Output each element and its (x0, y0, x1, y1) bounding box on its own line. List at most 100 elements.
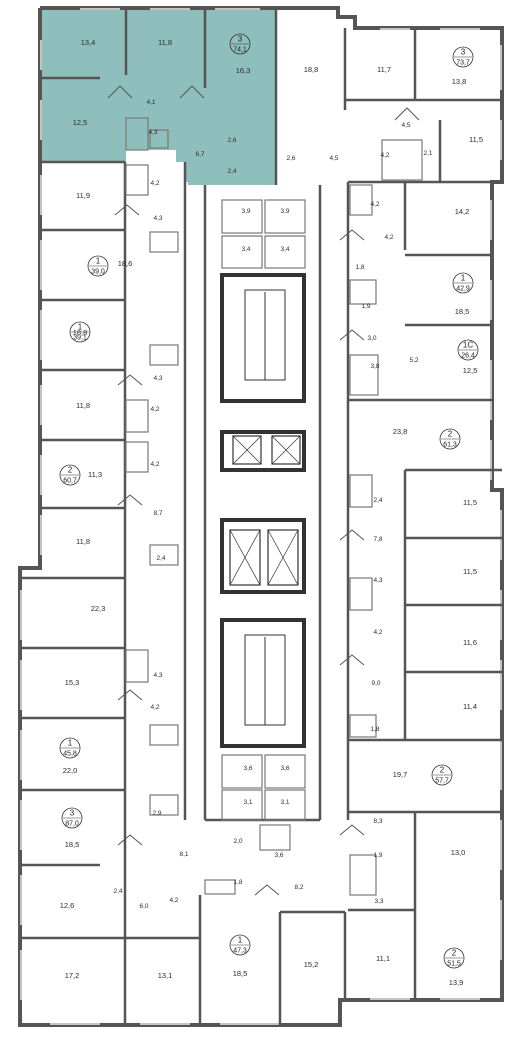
room-area-label: 2,4 (156, 555, 165, 562)
apartment-badge-apt-2-61[interactable]: 261,3 (439, 428, 461, 450)
room-area-label: 8,1 (179, 851, 188, 858)
room-area-label: 1,9 (361, 303, 370, 310)
elevator-group-bottom (220, 518, 306, 594)
apartment-total-area: 74,1 (233, 47, 247, 54)
room-area-label: 11,1 (376, 954, 390, 963)
apartment-room-count: 1 (96, 257, 101, 266)
badge-circle (59, 464, 81, 486)
room-area-label: 8,3 (373, 818, 382, 825)
apartment-room-count: 1 (68, 739, 73, 748)
room-area-label: 3,4 (241, 246, 250, 253)
room-area-label: 3,6 (243, 765, 252, 772)
apartment-badge-apt-2-57[interactable]: 257,7 (431, 764, 453, 786)
badge-circle (69, 321, 91, 343)
room-area-label: 4,3 (153, 215, 162, 222)
room-area-label: 3,8 (370, 363, 379, 370)
room-area-label: 11,7 (377, 65, 391, 74)
badge-circle (229, 33, 251, 55)
apartment-badge-apt-3-74[interactable]: 374,1 (229, 33, 251, 55)
door-swings (107, 85, 420, 896)
room-area-label: 4,3 (373, 577, 382, 584)
apartment-total-area: 45,8 (63, 751, 77, 758)
room-area-label: 11,5 (463, 567, 477, 576)
small-storage-cells (221, 199, 306, 821)
room-area-label: 14,2 (455, 207, 470, 216)
room-area-label: 12,5 (73, 118, 88, 127)
room-area-label: 3,6 (274, 852, 283, 859)
room-area-label: 2,6 (227, 137, 236, 144)
room-area-label: 12,5 (463, 366, 478, 375)
room-area-label: 2,0 (233, 838, 242, 845)
room-area-label: 13,4 (81, 38, 96, 47)
apartment-badge-apt-1-39a[interactable]: 139,0 (87, 255, 109, 277)
apartment-badge-apt-2-51[interactable]: 251,5 (443, 947, 465, 969)
room-area-label: 4,2 (150, 406, 159, 413)
room-area-label: 1,8 (370, 726, 379, 733)
room-area-label: 4,2 (384, 234, 393, 241)
apartment-total-area: 57,7 (435, 778, 449, 785)
apartment-total-area: 39,0 (91, 269, 105, 276)
apartment-total-area: 47,3 (233, 948, 247, 955)
room-area-label: 3,0 (367, 335, 376, 342)
apartment-badge-apt-2-60[interactable]: 260,7 (59, 464, 81, 486)
room-area-label: 11,5 (469, 135, 483, 144)
room-area-label: 4,2 (380, 152, 389, 159)
windows (20, 8, 502, 1025)
apartment-badge-apt-1-45[interactable]: 145,8 (59, 737, 81, 759)
room-area-label: 11,8 (76, 537, 90, 546)
apartment-room-count: 3 (238, 35, 243, 44)
badge-circle (431, 764, 453, 786)
apartment-room-count: 2 (452, 949, 457, 958)
room-area-label: 3,1 (280, 799, 289, 806)
room-area-label: 18,8 (304, 65, 319, 74)
apartment-total-area: 42,9 (456, 286, 470, 293)
room-area-label: 3,4 (280, 246, 289, 253)
stair-core-bottom (220, 618, 306, 748)
room-area-label: 4,3 (153, 375, 162, 382)
bathroom-blocks (125, 117, 423, 896)
apartment-room-count: 1С (463, 341, 473, 350)
badge-circle (61, 807, 83, 829)
apartment-badge-apt-1-39b[interactable]: 139,1 (69, 321, 91, 343)
badge-circle (452, 272, 474, 294)
badge-circle (457, 339, 479, 361)
apartment-badge-apt-1-47[interactable]: 147,3 (229, 934, 251, 956)
apartment-total-area: 61,3 (443, 442, 457, 449)
apartment-total-area: 51,5 (447, 961, 461, 968)
room-area-label: 2,4 (113, 888, 122, 895)
apartment-badge-apt-3-73[interactable]: 373,7 (452, 46, 474, 68)
room-area-label: 1,9 (373, 852, 382, 859)
room-area-label: 3,9 (241, 208, 250, 215)
room-area-label: 6,7 (195, 151, 204, 158)
room-area-label: 11,3 (88, 470, 102, 479)
room-area-label: 12,6 (60, 901, 75, 910)
badge-circle (87, 255, 109, 277)
apartment-room-count: 1 (238, 936, 243, 945)
room-area-label: 19,7 (393, 770, 408, 779)
room-area-label: 7,8 (373, 536, 382, 543)
room-area-label: 2,1 (423, 150, 432, 157)
room-area-label: 18,8 (73, 328, 88, 337)
apartment-badge-apt-1-42[interactable]: 142,9 (452, 272, 474, 294)
room-area-label: 4,2 (150, 704, 159, 711)
badge-circle (229, 934, 251, 956)
room-area-label: 3,3 (374, 898, 383, 905)
apartment-total-area: 87,0 (65, 821, 79, 828)
room-area-label: 11,8 (158, 38, 172, 47)
room-area-label: 1,8 (355, 264, 364, 271)
stair-core-top (220, 273, 306, 403)
highlighted-apartment-fill[interactable] (40, 10, 276, 185)
badge-circle (59, 737, 81, 759)
room-area-label: 1,8 (233, 879, 242, 886)
apartment-room-count: 2 (448, 430, 453, 439)
room-area-label: 18,5 (65, 840, 80, 849)
apartment-room-count: 3 (70, 809, 75, 818)
apartment-badge-apt-3-87[interactable]: 387,0 (61, 807, 83, 829)
room-area-label: 8,2 (294, 884, 303, 891)
apartment-room-count: 2 (68, 466, 73, 475)
room-area-label: 4,3 (148, 129, 157, 136)
badge-circle (439, 428, 461, 450)
room-area-label: 15,3 (65, 678, 80, 687)
